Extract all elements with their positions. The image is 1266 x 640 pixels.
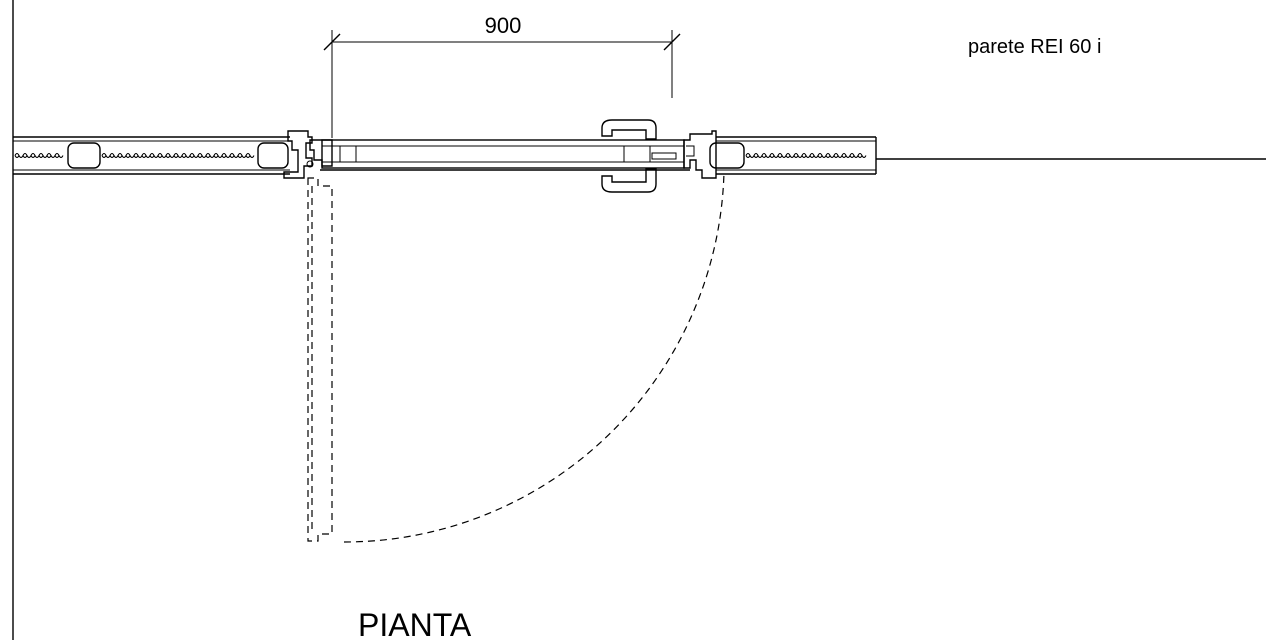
door-swing-arc <box>343 171 725 543</box>
door-leaf-closed <box>320 139 690 171</box>
door-handle <box>601 119 657 193</box>
wall-stud-left-2 <box>257 142 289 169</box>
wall-stud-left-1 <box>67 142 101 169</box>
door-leaf-open-dashed <box>307 177 333 542</box>
door-frame-right <box>683 130 717 179</box>
dimension-900: 900 <box>323 13 681 138</box>
dimension-label: 900 <box>485 13 522 38</box>
door-frame-left <box>283 130 333 179</box>
wall-label: parete REI 60 i <box>968 36 1101 58</box>
wall-panel-right <box>709 136 877 175</box>
view-title: PIANTA <box>358 607 472 640</box>
insulation-hatch-left <box>14 153 255 158</box>
wall-stud-right-1 <box>709 142 745 169</box>
wall-panel-left <box>13 136 290 175</box>
insulation-hatch-right <box>745 153 867 158</box>
